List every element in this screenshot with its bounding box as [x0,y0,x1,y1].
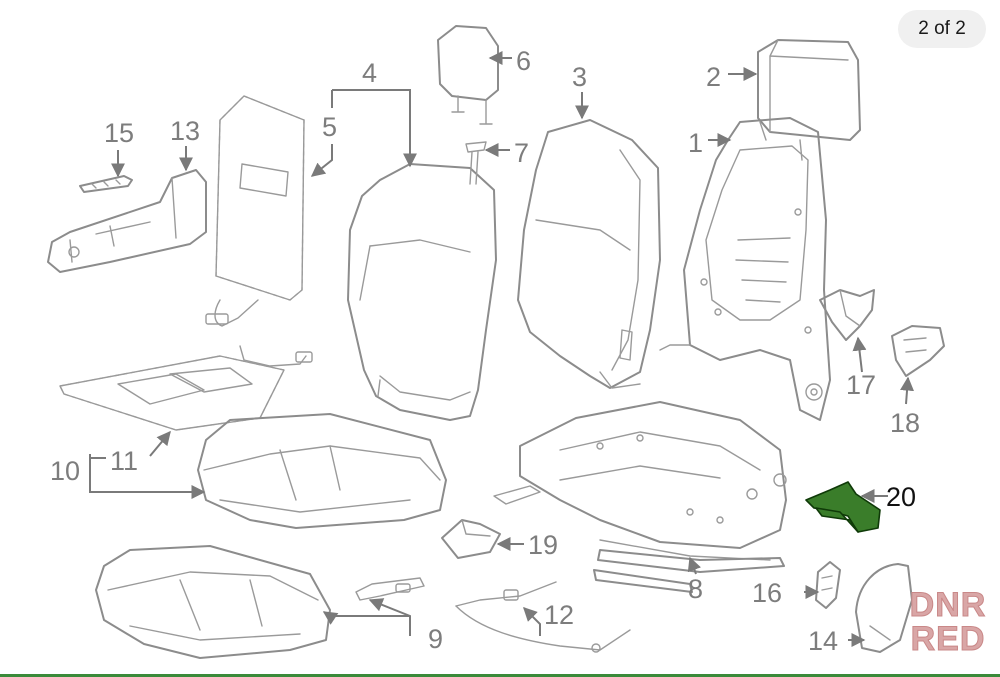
callout-15: 15 [104,118,134,148]
part-10-cushion-pad [197,413,447,529]
part-6-headrest [437,25,499,125]
watermark-logo: DNR RED [906,586,990,658]
callout-6: 6 [516,46,531,76]
callout-3: 3 [572,62,587,92]
callout-4: 4 [362,58,377,88]
part-13-side-shield [47,169,207,273]
callout-11: 11 [110,446,138,476]
callout-20: 20 [886,482,916,512]
part-16-knob [815,561,841,609]
callout-7: 7 [514,138,529,168]
part-18-bracket [891,325,945,377]
callout-14: 14 [808,626,838,656]
part-4-seatback-pad [347,163,497,421]
callout-17: 17 [846,370,876,400]
part-12-wire [455,581,631,653]
callout-9: 9 [428,624,443,654]
leader-lines [89,51,915,647]
callout-13: 13 [170,116,200,146]
part-15-knob [79,175,133,193]
part-9-cushion-cover [95,545,331,659]
part-7-headrest-guide [465,141,487,185]
callout-19: 19 [528,530,558,560]
callout-16: 16 [752,578,782,608]
part-14-side-cover [855,563,913,653]
part-5-heater-mat [205,95,305,327]
callout-10: 10 [50,456,80,486]
part-3-seatback-cover [517,119,661,389]
part-2-headrest-pad [757,39,861,141]
bottom-divider [0,674,1000,677]
part-17-bracket [819,289,875,341]
callout-8: 8 [688,574,703,604]
part-20-highlighted-bracket [805,481,881,533]
callout-5: 5 [322,112,337,142]
callout-2: 2 [706,62,721,92]
watermark-line-2: RED [910,620,986,658]
callout-1: 1 [688,128,703,158]
part-1-seatback-frame [659,117,831,421]
part-8-seat-track [493,401,787,593]
watermark-line-1: DNR [909,586,987,624]
callout-12: 12 [544,600,574,630]
callouts: 1 2 3 4 5 6 7 8 9 10 11 12 13 14 15 16 1… [50,46,920,656]
page-indicator: 2 of 2 [898,10,986,48]
callout-18: 18 [890,408,920,438]
part-19-bracket [441,519,501,559]
part-9-clip [355,577,425,601]
